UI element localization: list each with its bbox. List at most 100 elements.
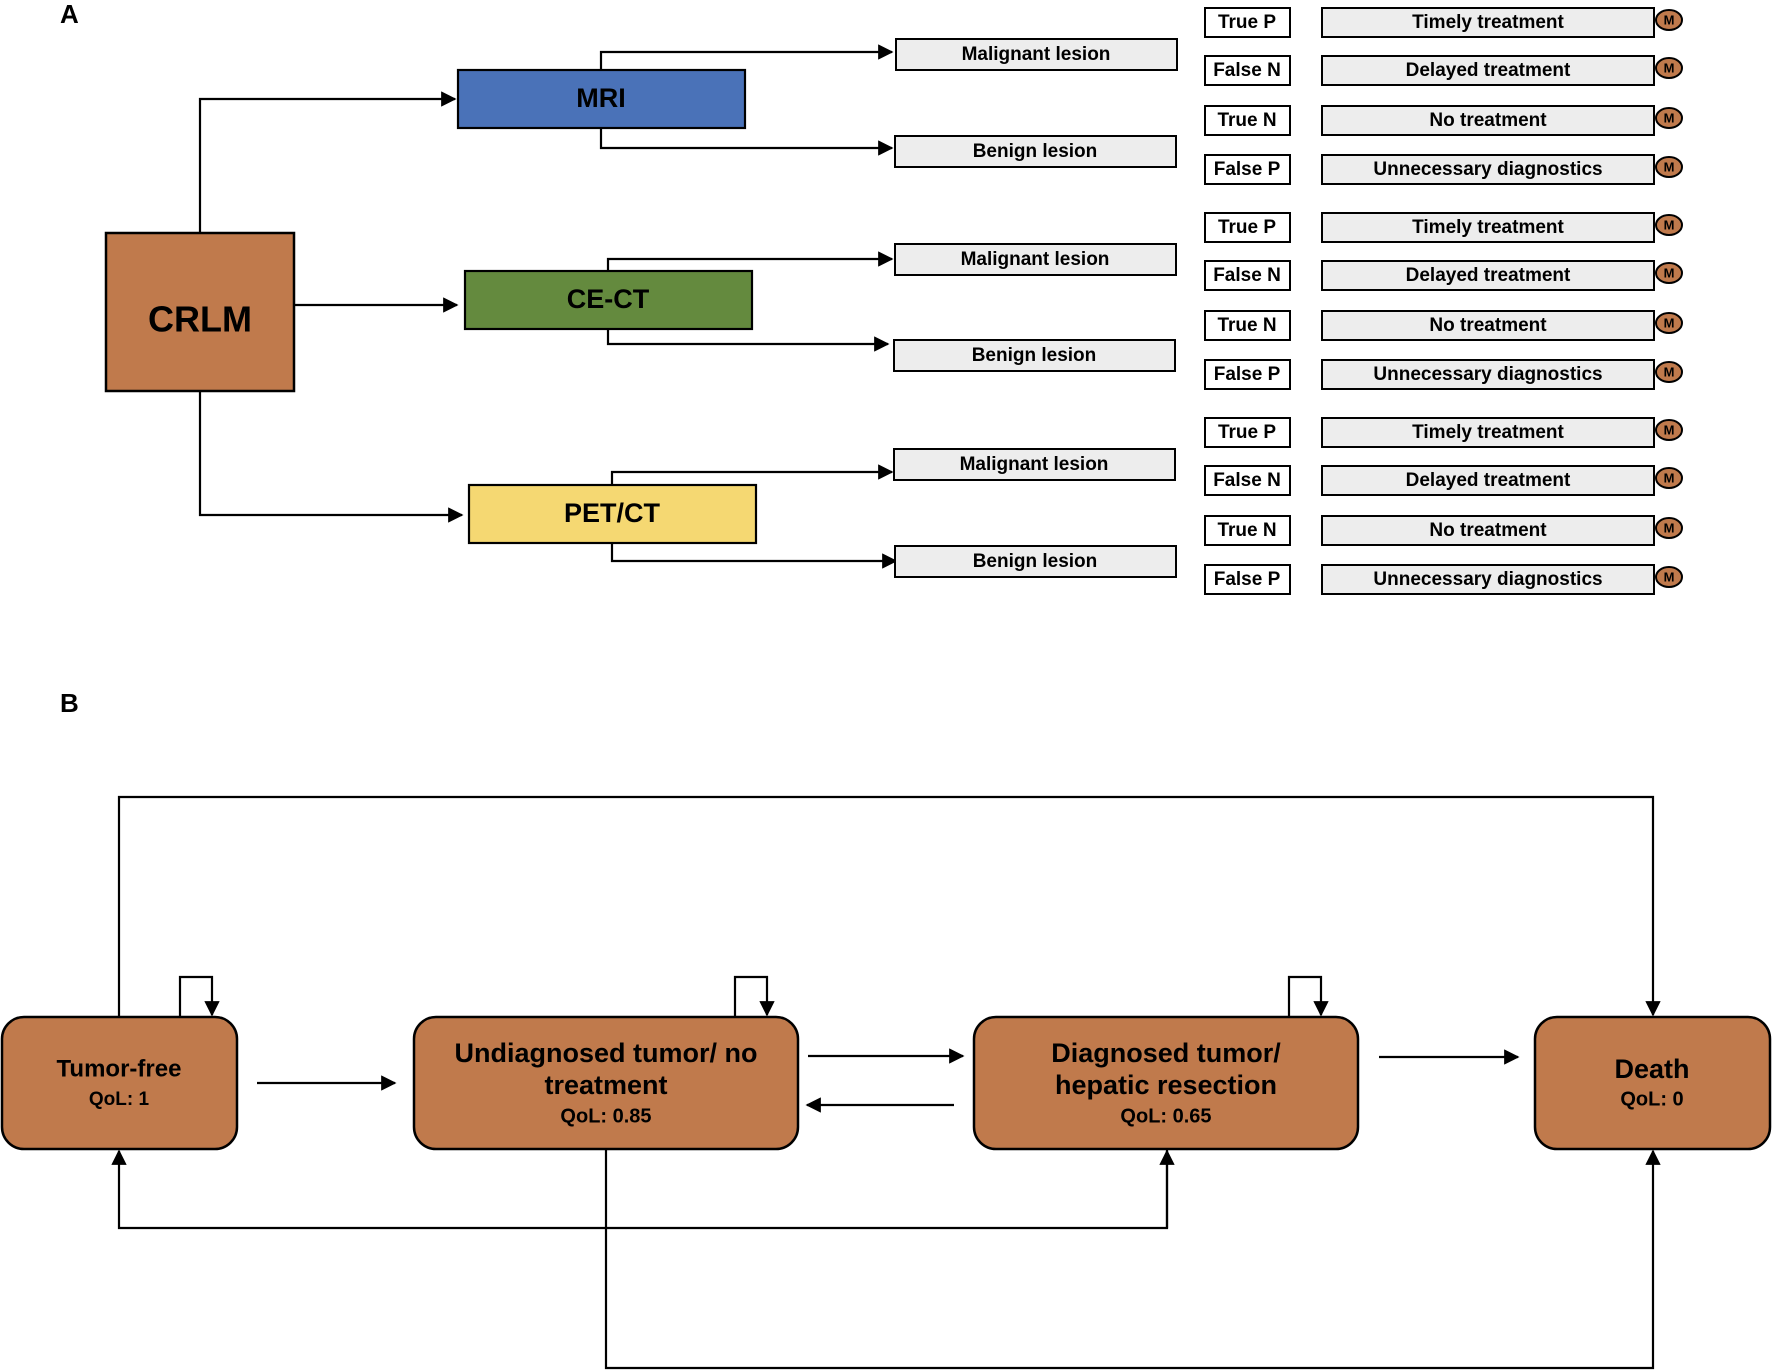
outcome-label: Timely treatment (1412, 422, 1564, 443)
result-box (1204, 212, 1291, 243)
outcome-label: No treatment (1429, 315, 1547, 336)
result-box (1204, 55, 1291, 86)
markov-marker-label: M (1664, 364, 1675, 379)
result-row: False N Delayed treatment M (1204, 260, 1683, 291)
state-qol: QoL: 0.85 (560, 1105, 651, 1127)
markov-marker-label: M (1664, 422, 1675, 437)
markov-marker-label: M (1664, 217, 1675, 232)
outcome-box (1321, 105, 1655, 136)
result-box (1204, 465, 1291, 496)
result-box (1204, 310, 1291, 341)
markov-marker-label: M (1664, 110, 1675, 125)
result-label: False N (1213, 265, 1281, 286)
outcome-box (1321, 465, 1655, 496)
result-row: False P Unnecessary diagnostics M (1204, 154, 1683, 185)
outcome-box (1321, 55, 1655, 86)
result-row: True N No treatment M (1204, 105, 1683, 136)
markov-marker-label: M (1664, 159, 1675, 174)
markov-node-icon (1655, 107, 1683, 129)
crlm-box (104, 231, 296, 393)
markov-model: Tumor-free QoL: 1 Undiagnosed tumor/ no … (0, 795, 1772, 1370)
markov-node-icon (1655, 517, 1683, 539)
result-box (1204, 359, 1291, 390)
result-label: True N (1217, 110, 1276, 131)
state-name: treatment (544, 1070, 667, 1100)
outcome-label: Delayed treatment (1406, 470, 1571, 491)
lesion-label: Benign lesion (973, 141, 1098, 162)
lesion-label: Malignant lesion (962, 44, 1111, 65)
panel-a-label: A (60, 0, 79, 29)
markov-node-icon (1655, 312, 1683, 334)
markov-node-icon (1655, 467, 1683, 489)
state-name: Undiagnosed tumor/ no (455, 1038, 758, 1068)
outcome-label: Unnecessary diagnostics (1373, 569, 1602, 590)
lesion-box (895, 38, 1178, 71)
outcome-label: No treatment (1429, 520, 1547, 541)
state-death: Death QoL: 0 (1533, 1015, 1772, 1151)
modality-mri-label: MRI (576, 83, 626, 113)
result-box (1204, 154, 1291, 185)
result-label: False P (1214, 569, 1281, 590)
lesion-label: Malignant lesion (960, 454, 1109, 475)
lesion-group-cect: Malignant lesion Benign lesion (893, 243, 1177, 372)
state-diagnosed: Diagnosed tumor/ hepatic resection QoL: … (972, 1015, 1360, 1151)
modality-petct-box (467, 483, 758, 545)
outcome-label: Timely treatment (1412, 217, 1564, 238)
state-box (412, 1015, 800, 1151)
state-box (972, 1015, 1360, 1151)
outcome-label: Unnecessary diagnostics (1373, 159, 1602, 180)
lesion-box (894, 545, 1177, 578)
state-qol: QoL: 0 (1620, 1088, 1683, 1110)
outcome-box (1321, 260, 1655, 291)
result-box (1204, 515, 1291, 546)
modality-petct-label: PET/CT (564, 498, 661, 528)
state-name: hepatic resection (1055, 1070, 1277, 1100)
result-label: True P (1218, 422, 1276, 443)
outcome-box (1321, 564, 1655, 595)
result-box (1204, 417, 1291, 448)
outcome-box (1321, 417, 1655, 448)
outcome-box (1321, 310, 1655, 341)
modality-mri-box (456, 68, 747, 130)
outcome-label: Delayed treatment (1406, 60, 1571, 81)
lesion-box (893, 339, 1176, 372)
outcome-label: No treatment (1429, 110, 1547, 131)
state-name: Death (1614, 1054, 1689, 1084)
markov-node-icon (1655, 9, 1683, 31)
state-box (0, 1015, 239, 1151)
state-undiagnosed: Undiagnosed tumor/ no treatment QoL: 0.8… (412, 1015, 800, 1151)
outcome-label: Delayed treatment (1406, 265, 1571, 286)
crlm-label: CRLM (148, 299, 252, 340)
result-label: True N (1217, 315, 1276, 336)
markov-node-icon (1655, 262, 1683, 284)
result-label: False P (1214, 159, 1281, 180)
markov-node-icon (1655, 361, 1683, 383)
result-label: False N (1213, 60, 1281, 81)
result-label: False N (1213, 470, 1281, 491)
lesion-box (894, 243, 1177, 276)
markov-node-icon (1655, 214, 1683, 236)
state-name: Tumor-free (57, 1055, 182, 1082)
markov-marker-label: M (1664, 569, 1675, 584)
outcome-box (1321, 212, 1655, 243)
outcome-box (1321, 515, 1655, 546)
panel-b-label: B (60, 688, 79, 718)
markov-marker-label: M (1664, 265, 1675, 280)
lesion-box (893, 448, 1176, 481)
state-qol: QoL: 1 (89, 1089, 150, 1110)
markov-node-icon (1655, 419, 1683, 441)
result-row: False N Delayed treatment M (1204, 55, 1683, 86)
markov-node-icon (1655, 566, 1683, 588)
markov-marker-label: M (1664, 60, 1675, 75)
result-row: True P Timely treatment M (1204, 417, 1683, 448)
result-label: True P (1218, 12, 1276, 33)
outcome-box (1321, 154, 1655, 185)
state-qol: QoL: 0.65 (1120, 1105, 1211, 1127)
